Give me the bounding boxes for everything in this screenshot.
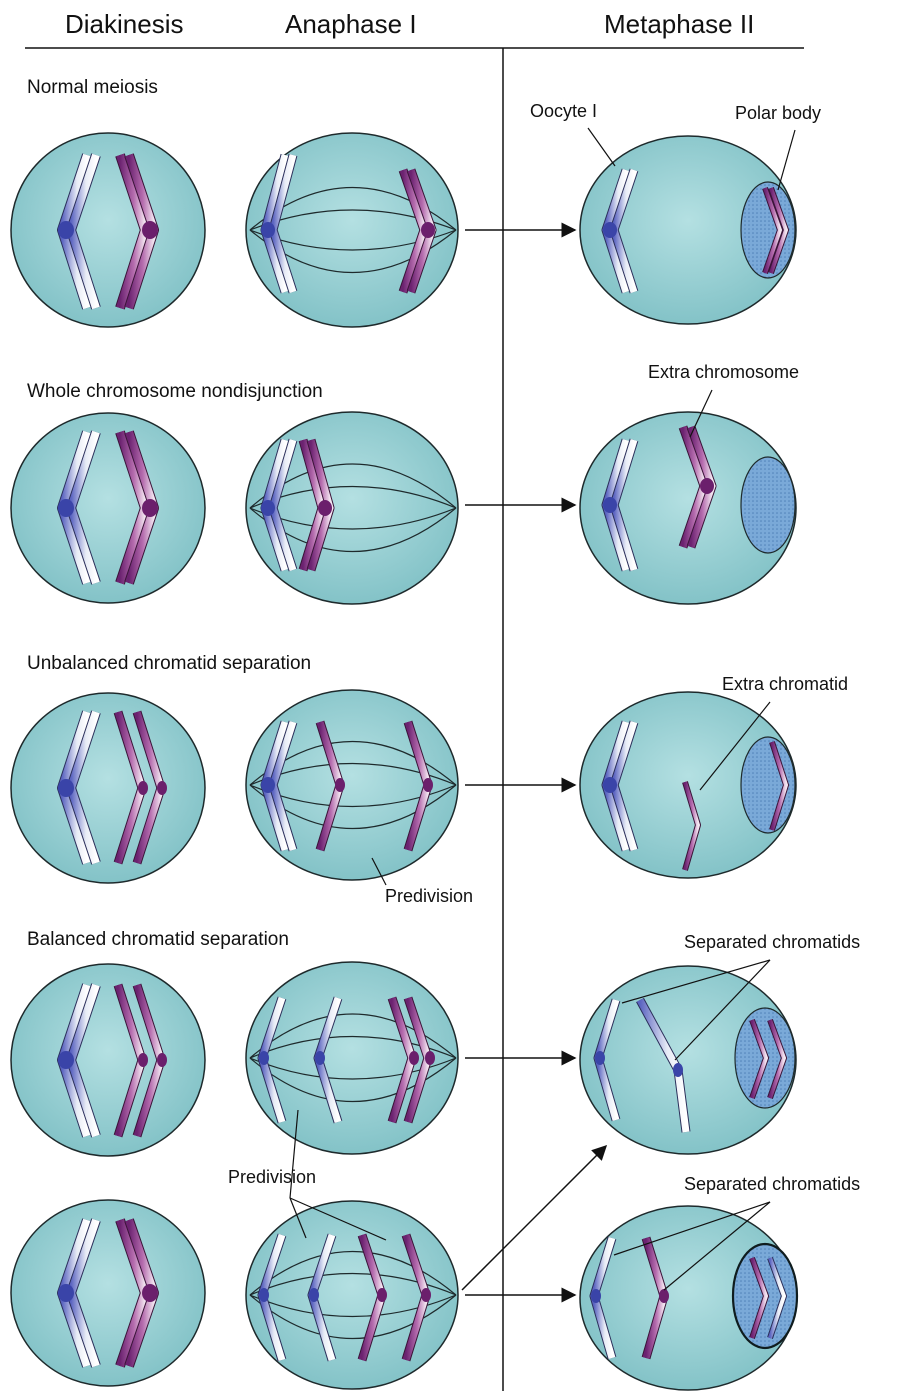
diakinesis-cell (11, 413, 205, 603)
leader-oocyte (588, 128, 615, 166)
section-balanced-separation: Balanced chromatid separation (27, 929, 289, 950)
polar-body (741, 457, 795, 553)
row-normal: Oocyte I Polar body (11, 101, 821, 327)
section-unbalanced-separation: Unbalanced chromatid separation (27, 653, 311, 674)
label-extra-chromosome: Extra chromosome (648, 362, 799, 382)
anaphase-cell (246, 412, 458, 604)
diakinesis-cell (11, 133, 205, 327)
diakinesis-cell (11, 693, 205, 883)
section-normal-meiosis: Normal meiosis (27, 77, 158, 98)
label-separated-chromatids-1: Separated chromatids (684, 932, 860, 952)
diakinesis-cell (11, 964, 205, 1156)
arrow-diagonal (462, 1146, 606, 1290)
diakinesis-cell (11, 1200, 205, 1386)
label-separated-chromatids-2: Separated chromatids (684, 1174, 860, 1194)
row-balanced-separation-1: Separated chromatids (11, 932, 860, 1156)
label-extra-chromatid: Extra chromatid (722, 674, 848, 694)
label-predivision-2: Predivision (228, 1167, 316, 1187)
header-metaphase: Metaphase II (604, 9, 754, 39)
header-anaphase: Anaphase I (285, 9, 417, 39)
section-whole-nondisjunction: Whole chromosome nondisjunction (27, 381, 323, 402)
header-diakinesis: Diakinesis (65, 9, 184, 39)
label-predivision-1: Predivision (385, 886, 473, 906)
row-balanced-separation-2: Predivision Separated chromatids (11, 1110, 860, 1390)
leader-polar-body (778, 130, 795, 190)
label-polar-body: Polar body (735, 103, 821, 123)
row-unbalanced-separation: Predivision Extra chromatid (11, 674, 848, 906)
label-oocyte: Oocyte I (530, 101, 597, 121)
